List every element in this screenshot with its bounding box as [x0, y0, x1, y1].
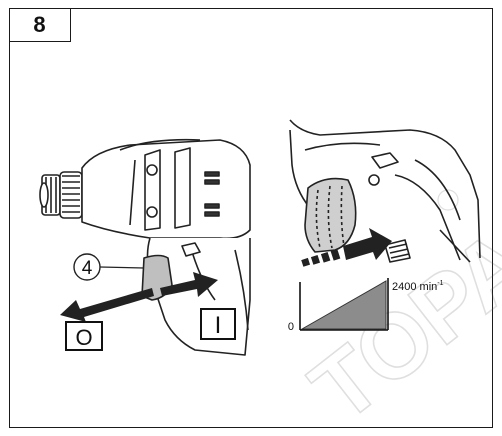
- switch-positions: O I: [65, 308, 236, 351]
- off-position-label: O: [75, 325, 92, 350]
- speed-ramp: [300, 280, 387, 330]
- trigger-push-arrow-icon: [301, 228, 392, 267]
- arrow-right-icon: [160, 272, 218, 297]
- graph-max-value: 2400 min: [392, 281, 437, 293]
- graph-max-label: 2400 min-1: [392, 280, 444, 293]
- chuck-icon: [39, 171, 83, 219]
- part-number-label: 4: [82, 258, 93, 279]
- on-position-label: I: [215, 312, 222, 339]
- registered-mark-icon: [437, 189, 459, 211]
- direction-arrows: [60, 272, 218, 322]
- speed-graph: 0 2400 min-1: [288, 278, 444, 333]
- figure-number: 8: [9, 8, 71, 42]
- arrow-left-icon: [60, 288, 154, 322]
- graph-max-unit-exponent: -1: [437, 280, 443, 287]
- graph-min-label: 0: [288, 321, 294, 333]
- off-position-box: [65, 321, 103, 351]
- part-callout: 4: [73, 253, 145, 281]
- figure-frame: [9, 8, 493, 428]
- on-position-box: [200, 308, 236, 340]
- trigger-closeup-drawing: [289, 119, 481, 263]
